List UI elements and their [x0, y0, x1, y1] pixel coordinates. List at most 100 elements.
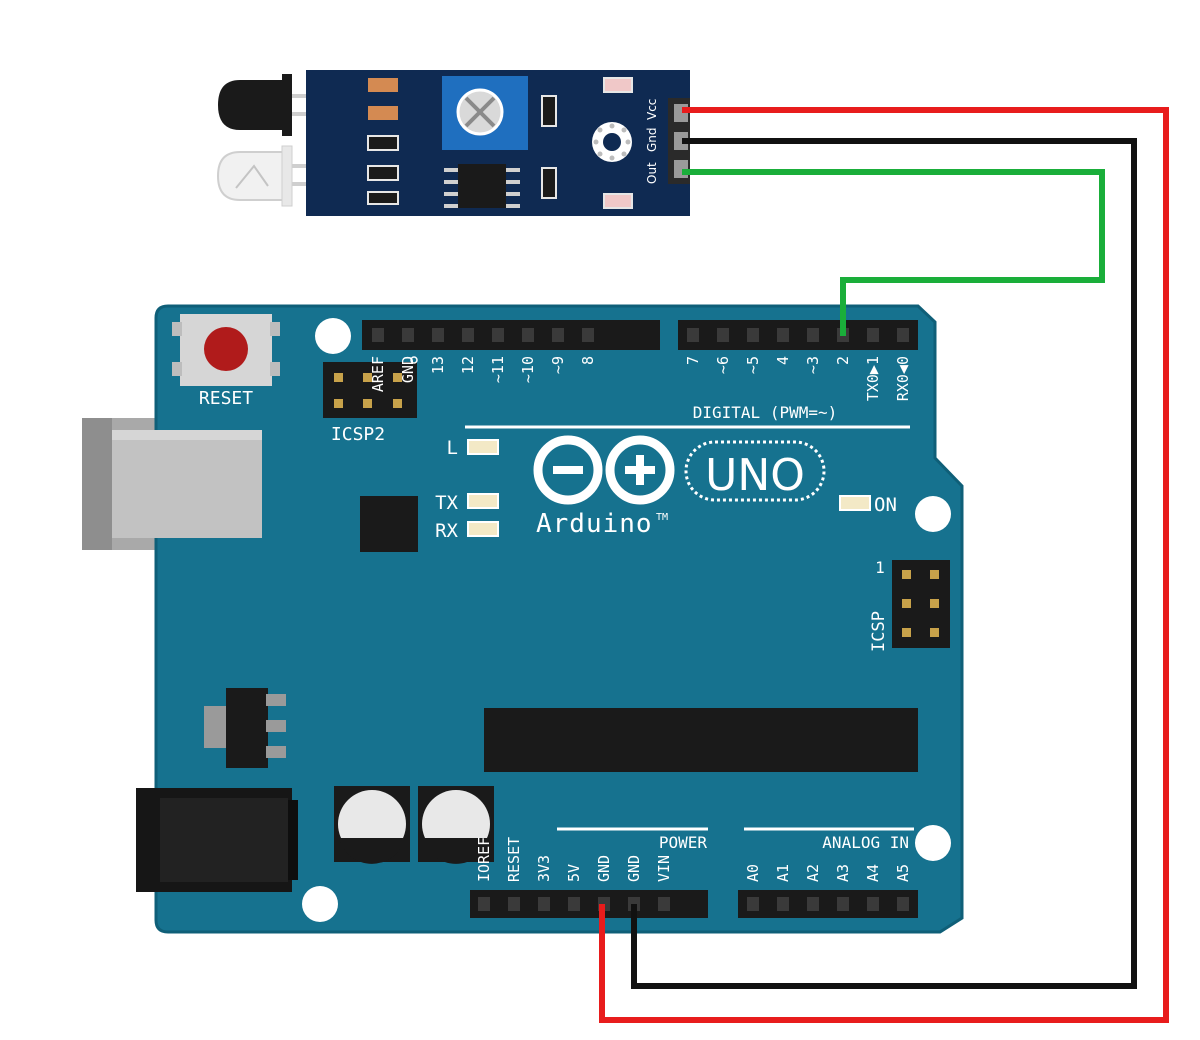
icsp2-label: ICSP2 — [331, 424, 385, 445]
header-socket[interactable] — [552, 328, 564, 342]
led-tx — [467, 493, 499, 509]
pin-label: VIN — [655, 855, 673, 882]
header-socket[interactable] — [807, 328, 819, 342]
pin-label: IOREF — [475, 837, 493, 882]
mounting-hole — [315, 318, 351, 354]
icsp-pin1-label: 1 — [875, 558, 885, 577]
pin-label: 3V3 — [535, 855, 553, 882]
icsp-label: ICSP — [869, 611, 889, 652]
wire-out-to-d2 — [682, 169, 1105, 336]
pin-label: 2 — [834, 356, 852, 365]
arduino-tm: TM — [656, 512, 668, 523]
header-socket[interactable] — [432, 328, 444, 342]
pin-label: GND — [595, 855, 613, 882]
atmega328p-chip — [484, 708, 918, 772]
header-socket[interactable] — [837, 897, 849, 911]
sensor-pin-vcc-label: Vcc — [645, 99, 659, 120]
pin-label: A1 — [774, 864, 792, 882]
capacitor-2 — [418, 786, 494, 864]
reset-label: RESET — [199, 388, 253, 409]
sensor-pin-header — [668, 98, 690, 184]
board-pcb — [154, 304, 964, 934]
pin-label: 12 — [459, 356, 477, 374]
wire-vcc-to-5v — [599, 107, 1169, 1023]
pin-label: 7 — [684, 356, 702, 365]
header-socket[interactable] — [522, 328, 534, 342]
header-socket[interactable] — [777, 328, 789, 342]
mounting-hole — [915, 496, 951, 532]
header-socket[interactable] — [582, 328, 594, 342]
analog-header — [738, 890, 918, 918]
ir-sensor-module: Vcc Gnd Out — [216, 70, 690, 216]
led-on — [839, 495, 871, 511]
pin-label: A3 — [834, 864, 852, 882]
pin-label: ~11 — [489, 356, 507, 383]
led-l — [467, 439, 499, 455]
reset-button-cap[interactable] — [204, 327, 248, 371]
header-socket[interactable] — [687, 328, 699, 342]
reset-button[interactable] — [172, 314, 280, 386]
header-socket[interactable] — [462, 328, 474, 342]
led-l-label: L — [447, 437, 458, 459]
voltage-regulator — [204, 688, 286, 768]
header-socket[interactable] — [538, 897, 550, 911]
pin-label: 4 — [774, 356, 792, 365]
header-socket[interactable] — [747, 328, 759, 342]
mounting-hole — [302, 886, 338, 922]
header-socket[interactable] — [777, 897, 789, 911]
dc-power-jack — [136, 788, 298, 892]
pin-label: A2 — [804, 864, 822, 882]
digital-label: DIGITAL (PWM=~) — [693, 403, 838, 422]
header-socket[interactable] — [402, 328, 414, 342]
icsp2-header — [323, 362, 417, 418]
header-socket[interactable] — [717, 328, 729, 342]
header-socket[interactable] — [867, 328, 879, 342]
header-socket[interactable] — [492, 328, 504, 342]
wire-gnd-to-gnd — [631, 138, 1137, 989]
sensor-pin-gnd-label: Gnd — [645, 127, 659, 152]
sensor-pin-out-label: Out — [645, 162, 659, 184]
header-socket[interactable] — [897, 897, 909, 911]
pin-label: A0 — [744, 864, 762, 882]
sensor-mounting-hole — [592, 122, 632, 162]
pin-label: ~5 — [744, 356, 762, 374]
pin-label: 5V — [565, 864, 583, 882]
pin-label: AREF — [369, 356, 387, 392]
pin-label: ~9 — [549, 356, 567, 374]
header-socket[interactable] — [897, 328, 909, 342]
header-socket[interactable] — [372, 328, 384, 342]
pin-label: 13 — [429, 356, 447, 374]
header-socket[interactable] — [807, 897, 819, 911]
pin-label: TX0▶1 — [864, 356, 882, 401]
arduino-logo-text: Arduino — [536, 509, 653, 539]
pin-label: A5 — [894, 864, 912, 882]
ir-led-emitter-icon — [218, 74, 312, 136]
led-rx-label: RX — [435, 520, 458, 542]
header-socket[interactable] — [568, 897, 580, 911]
header-socket[interactable] — [478, 897, 490, 911]
capacitor-1 — [334, 786, 410, 864]
comparator-ic — [444, 164, 520, 208]
pin-label: ~3 — [804, 356, 822, 374]
header-socket[interactable] — [867, 897, 879, 911]
smd-resistors — [367, 77, 633, 209]
header-socket[interactable] — [508, 897, 520, 911]
photodiode-receiver-icon — [216, 145, 312, 207]
potentiometer-icon[interactable] — [442, 76, 528, 150]
power-label: POWER — [659, 833, 708, 852]
analog-label: ANALOG IN — [822, 833, 909, 852]
header-socket[interactable] — [747, 897, 759, 911]
header-socket[interactable] — [658, 897, 670, 911]
arduino-logo-icon — [533, 435, 675, 505]
pin-label: ~6 — [714, 356, 732, 374]
usb-interface-chip — [360, 496, 418, 552]
pin-label: ~10 — [519, 356, 537, 383]
usb-b-shell — [112, 430, 262, 538]
wires — [599, 107, 1169, 1023]
pin-label: RESET — [505, 837, 523, 882]
uno-badge — [684, 440, 826, 502]
digital-header-right — [678, 320, 918, 350]
